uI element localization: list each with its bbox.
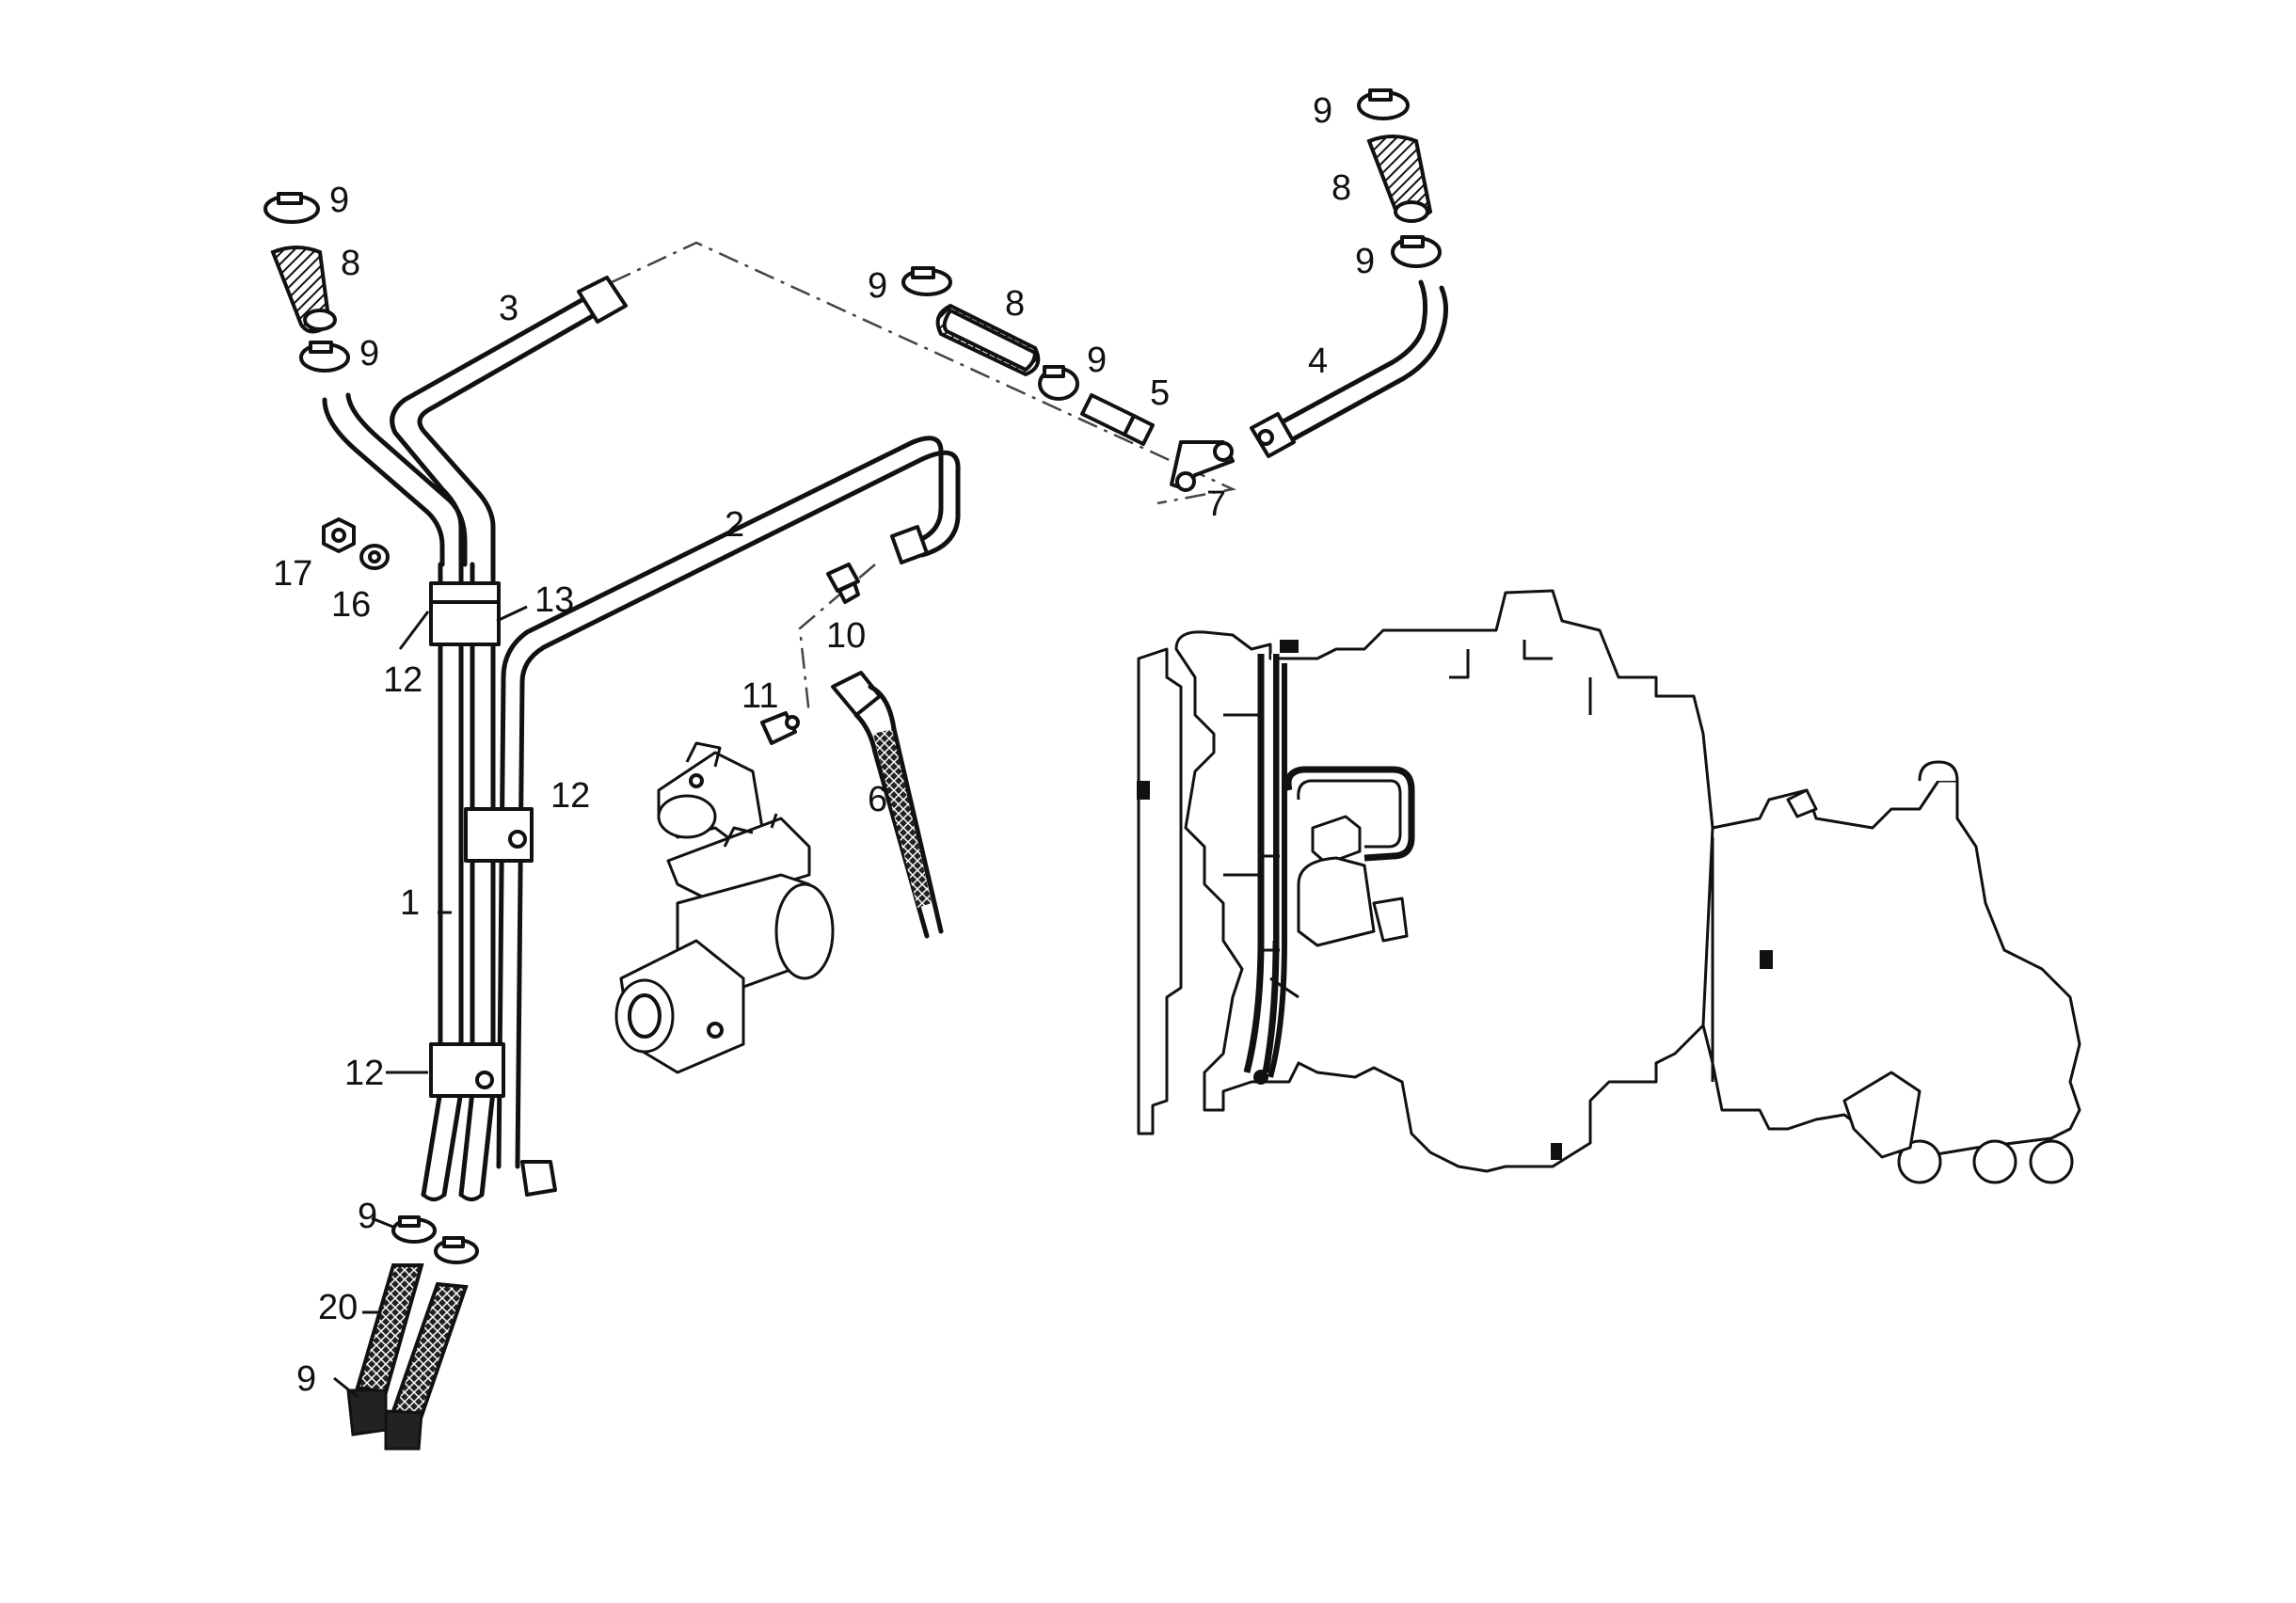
callout-7: 7: [1206, 484, 1226, 524]
nut-17: [322, 517, 356, 553]
pipe-clamp-12-middle: [464, 807, 534, 863]
fitting-10: [826, 563, 860, 604]
callout-9-bottom-lower: 9: [296, 1359, 316, 1399]
fitting-11: [760, 711, 800, 745]
callout-5: 5: [1150, 373, 1170, 413]
tee-fitting-7: [1170, 440, 1235, 492]
callout-11: 11: [741, 676, 778, 716]
callout-12-top: 12: [383, 660, 423, 700]
hose-6: [831, 671, 944, 939]
washer-16: [359, 544, 390, 570]
engine-installation-view: [1137, 589, 2081, 1184]
callout-12-bottom: 12: [344, 1054, 384, 1093]
upper-left-hose-pipe: [322, 392, 468, 567]
hose-clamp-9-middle-left: [901, 266, 952, 296]
leader-lines: [333, 605, 528, 1399]
callout-4: 4: [1308, 341, 1328, 381]
callout-labels: 9 8 9 3 17 16 13 12 12 12 1 2 10 11 6 9 …: [273, 91, 1375, 1399]
engine-pipe-routing: [1243, 640, 1415, 1085]
pipe-4: [1250, 279, 1448, 458]
pipe-2-nut: [520, 1160, 557, 1197]
callout-9-top-left-upper: 9: [329, 181, 349, 220]
air-compressor: [614, 741, 835, 1074]
pipe-clamp-12-bottom: [429, 1042, 505, 1098]
callout-20: 20: [318, 1288, 358, 1327]
hose-clamp-9-bottom-upper: [391, 1215, 479, 1264]
callout-9-top-right-lower: 9: [1355, 242, 1375, 281]
callout-17: 17: [273, 554, 312, 594]
callout-9-middle-left: 9: [868, 266, 887, 306]
pipe-2: [496, 436, 961, 1197]
pipe-clamp-12-top: [429, 600, 501, 646]
dash-dot-reference-lines: [611, 241, 1237, 716]
pipe-3-nut: [577, 276, 628, 324]
hose-8-top-left: [270, 246, 337, 334]
callout-13: 13: [534, 580, 574, 620]
hose-20: [355, 1263, 469, 1419]
hose-clamp-9-top-right-upper: [1357, 88, 1410, 120]
callout-10: 10: [826, 616, 866, 656]
connector-5: [1080, 393, 1155, 446]
callout-2: 2: [725, 505, 744, 545]
callout-6: 6: [868, 780, 887, 819]
hose-clamp-9-middle-right: [1038, 365, 1079, 401]
callout-9-top-right-upper: 9: [1313, 91, 1332, 131]
callout-9-bottom-upper: 9: [358, 1197, 377, 1236]
pipe-4-nut: [1250, 412, 1296, 458]
callout-9-middle-right: 9: [1087, 341, 1107, 380]
hose-clamp-9-bottom-lower: [346, 1389, 423, 1451]
pipe-2-upper-nut: [890, 525, 929, 564]
hose-clamp-9-top-left-upper: [263, 192, 320, 224]
hose-8-middle: [935, 303, 1041, 377]
callout-8-top-left: 8: [341, 244, 360, 283]
callout-9-top-left-lower: 9: [359, 334, 379, 373]
hose-8-top-right: [1366, 135, 1433, 223]
hose-clamp-9-top-right-lower: [1391, 235, 1442, 268]
callout-8-top-right: 8: [1331, 168, 1351, 208]
callout-8-middle: 8: [1005, 284, 1025, 324]
callout-12-middle: 12: [550, 776, 590, 816]
callout-3: 3: [499, 289, 518, 328]
pipe-1: [421, 562, 496, 1201]
callout-16: 16: [331, 585, 371, 625]
callout-1: 1: [400, 883, 420, 923]
hose-clamp-9-top-left-lower: [299, 341, 350, 373]
